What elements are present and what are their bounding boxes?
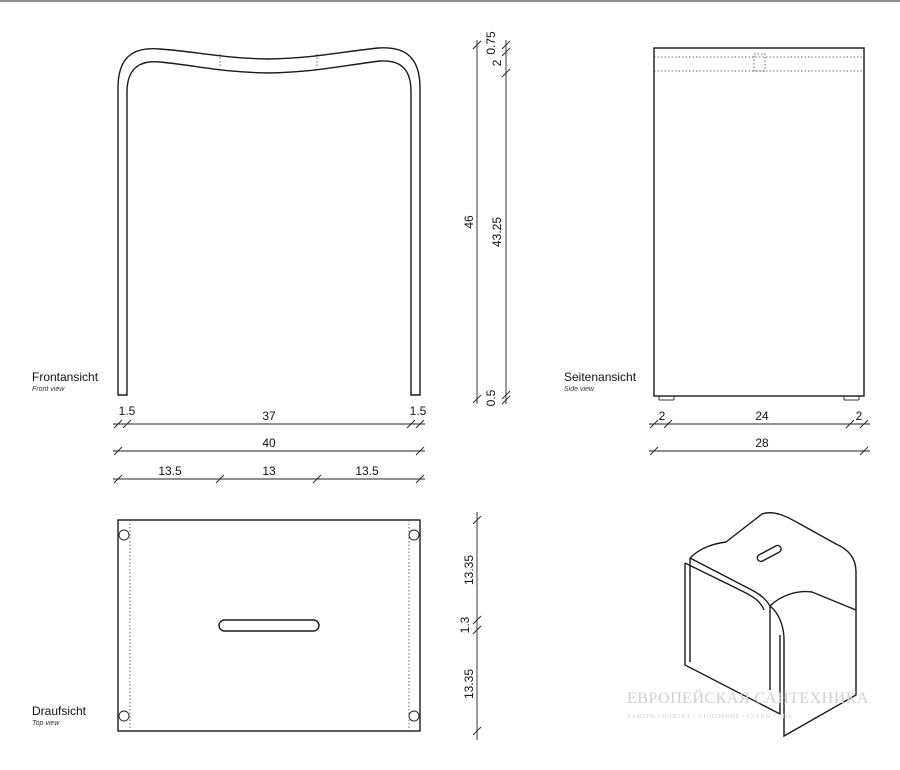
front-view-title: Frontansicht — [32, 370, 99, 384]
watermark: ЕВРОПЕЙСКАЯ САНТЕХНИКА КАМЕНЬ • ПЛИТКА •… — [627, 688, 869, 720]
dim-side-inner: 24 — [755, 409, 769, 423]
top-view-subtitle: Top view — [32, 720, 60, 727]
dim-front-seg-right: 13.5 — [355, 464, 379, 478]
dim-front-leg-right: 1.5 — [410, 404, 427, 418]
top-view-outline — [117, 519, 421, 732]
dim-front-leg-left: 1.5 — [119, 404, 136, 418]
dim-front-seg-mid: 13 — [262, 464, 276, 478]
dim-side-leg-left: 2 — [659, 409, 666, 423]
dim-top-slot: 1.3 — [458, 616, 472, 633]
dim-front-total: 40 — [262, 436, 276, 450]
front-view — [117, 47, 421, 396]
top-view-title: Draufsicht — [32, 704, 87, 718]
dim-top-seg-b: 13.35 — [462, 669, 476, 699]
side-view-subtitle: Side view — [564, 386, 595, 393]
dim-height-foot: 0.5 — [484, 389, 498, 406]
side-view-title: Seitenansicht — [564, 370, 637, 384]
side-view — [653, 47, 865, 401]
front-width-dims — [113, 419, 425, 484]
front-view-outline — [117, 47, 421, 396]
isometric-view — [684, 512, 857, 738]
handle-slot — [218, 619, 320, 632]
dim-side-total: 28 — [755, 436, 769, 450]
dim-height-body: 43.25 — [490, 217, 504, 247]
dim-top-seg-a: 13.35 — [462, 555, 476, 585]
watermark-line2: КАМЕНЬ • ПЛИТКА • ОТОПЛЕНИЕ • САУНЫ • СП… — [627, 714, 793, 720]
dim-front-seg-left: 13.5 — [158, 464, 182, 478]
dim-height-slot: 2 — [490, 59, 504, 66]
top-view — [117, 519, 421, 732]
side-width-dims — [649, 419, 870, 456]
front-view-subtitle: Front view — [32, 386, 65, 393]
watermark-line1: ЕВРОПЕЙСКАЯ САНТЕХНИКА — [627, 688, 869, 707]
side-view-outline — [653, 47, 865, 397]
dim-side-leg-right: 2 — [856, 409, 863, 423]
dim-height-seat: 0.75 — [484, 31, 498, 55]
top-depth-dims — [472, 512, 482, 740]
height-dims — [472, 40, 511, 405]
dim-height-total: 46 — [462, 215, 476, 229]
dim-front-inner: 37 — [262, 409, 276, 423]
